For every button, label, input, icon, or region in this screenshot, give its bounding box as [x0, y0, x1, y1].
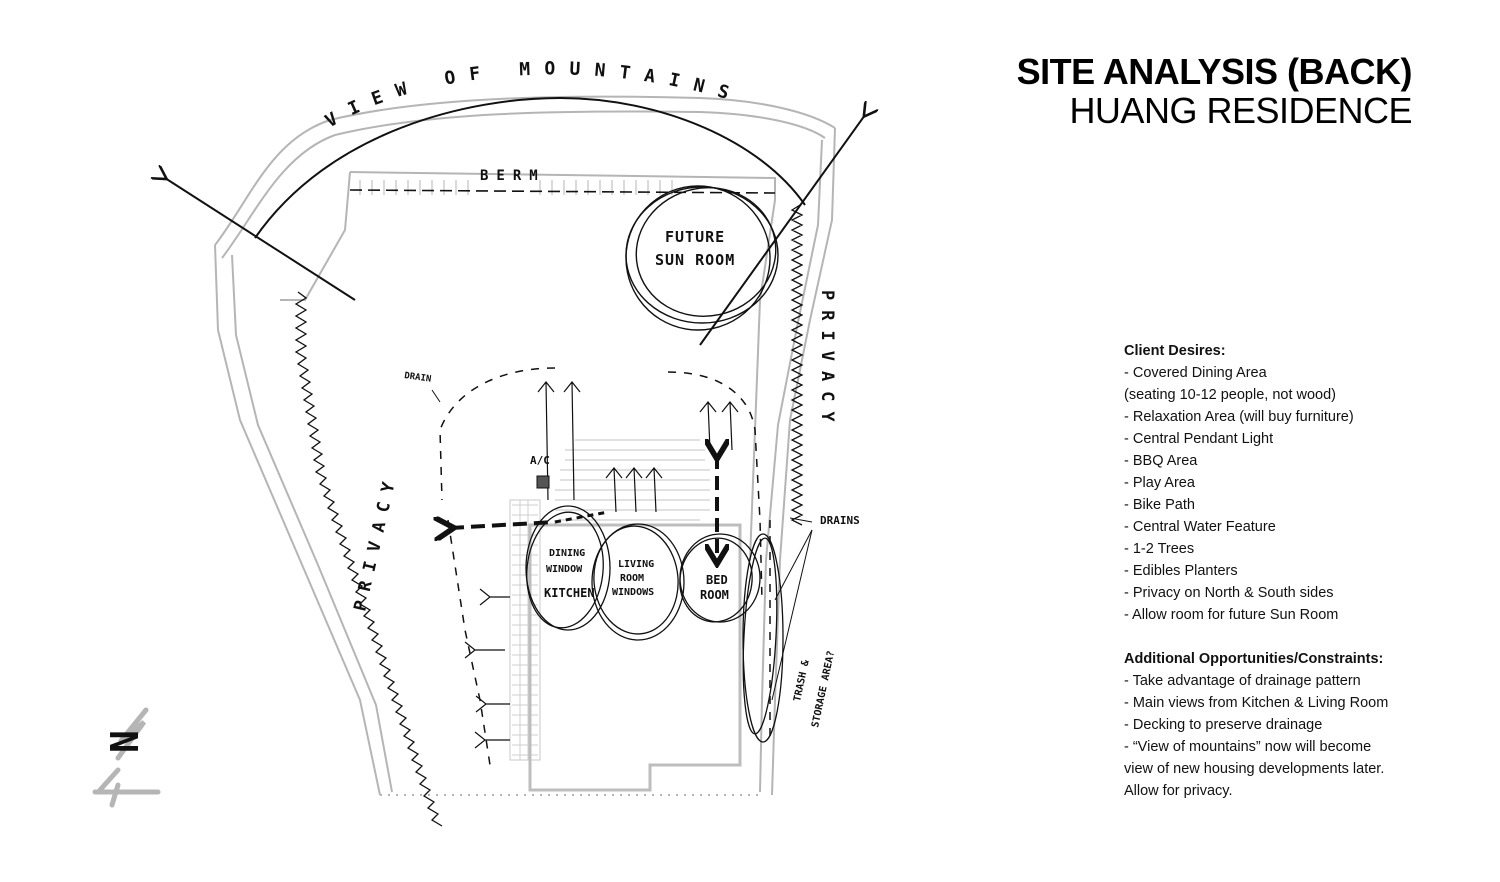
list-item: - BBQ Area	[1124, 453, 1198, 469]
list-item: - “View of mountains” now will become	[1124, 739, 1372, 755]
privacy-left-label: PRIVACY	[350, 471, 401, 614]
list-item: - 1-2 Trees	[1124, 541, 1195, 557]
list-item: - Play Area	[1124, 475, 1195, 491]
north-label: N	[103, 730, 147, 753]
bed-label-2: ROOM	[700, 588, 729, 602]
list-item: - Edibles Planters	[1124, 563, 1238, 579]
berm-hatch	[359, 180, 673, 195]
list-item: - Bike Path	[1124, 497, 1195, 513]
page-title: SITE ANALYSIS (BACK)	[1016, 51, 1413, 92]
living-label-1: LIVING	[618, 559, 654, 570]
list-item: - Privacy on North & South sides	[1124, 585, 1334, 601]
client-desires-heading: Client Desires:	[1124, 343, 1226, 359]
list-item: - Take advantage of drainage pattern	[1124, 673, 1361, 689]
berm-label: BERM	[480, 168, 546, 184]
list-item: view of new housing developments later.	[1124, 761, 1385, 777]
future-label-line2: SUN ROOM	[655, 251, 735, 269]
list-item: Allow for privacy.	[1124, 783, 1233, 799]
view-chevrons	[464, 381, 739, 749]
list-item: - Allow room for future Sun Room	[1124, 607, 1339, 623]
list-item: - Decking to preserve drainage	[1124, 717, 1323, 733]
bed-label-1: BED	[706, 573, 728, 587]
list-item: (seating 10-12 people, not wood)	[1124, 387, 1337, 403]
drain-label: DRAIN	[404, 371, 432, 385]
future-sun-room-circles	[625, 185, 779, 331]
berm-dashed-line	[349, 189, 776, 194]
list-item: - Central Pendant Light	[1124, 431, 1274, 447]
living-label-3: WINDOWS	[612, 587, 654, 598]
sketch-labels: VIEW OF MOUNTAINS BERM FUTURE SUN ROOM P…	[322, 58, 860, 728]
page-subtitle: HUANG RESIDENCE	[1069, 90, 1412, 131]
house-footprint	[509, 439, 742, 792]
dining-label-1: DINING	[549, 548, 585, 559]
client-desires-list: - Covered Dining Area (seating 10-12 peo…	[1124, 362, 1484, 626]
privacy-hedge-left	[294, 291, 443, 827]
future-label-line1: FUTURE	[665, 228, 725, 246]
drains-label: DRAINS	[820, 514, 860, 527]
living-label-2: ROOM	[620, 573, 644, 584]
movement-arrows	[450, 455, 717, 560]
view-of-mountains-label: VIEW OF MOUNTAINS	[322, 58, 745, 132]
kitchen-label: KITCHEN	[544, 586, 595, 600]
notes-panel: Client Desires: - Covered Dining Area (s…	[1124, 340, 1484, 802]
privacy-right-label: PRIVACY	[817, 290, 837, 432]
list-item: - Main views from Kitchen & Living Room	[1124, 695, 1389, 711]
spacer	[1124, 626, 1484, 648]
room-bubbles	[525, 505, 784, 743]
trash-label-1: TRASH &	[792, 658, 812, 702]
property-boundary	[214, 95, 836, 796]
ac-label: A/C	[530, 454, 550, 467]
drainage-flow	[439, 367, 771, 766]
drains-pointer	[431, 389, 813, 701]
trash-label-2: STORAGE AREA?	[810, 650, 837, 729]
privacy-hedge-right	[790, 204, 804, 526]
list-item: - Relaxation Area (will buy furniture)	[1124, 409, 1354, 425]
list-item: - Covered Dining Area	[1124, 365, 1267, 381]
opportunities-heading: Additional Opportunities/Constraints:	[1124, 651, 1384, 667]
opportunities-list: - Take advantage of drainage pattern - M…	[1124, 670, 1484, 802]
north-arrow-icon	[92, 707, 161, 808]
view-arc	[165, 96, 865, 346]
list-item: - Central Water Feature	[1124, 519, 1276, 535]
title-block: SITE ANALYSIS (BACK) HUANG RESIDENCE	[1016, 51, 1413, 131]
dining-label-2: WINDOW	[546, 564, 583, 575]
ac-unit	[536, 475, 550, 489]
